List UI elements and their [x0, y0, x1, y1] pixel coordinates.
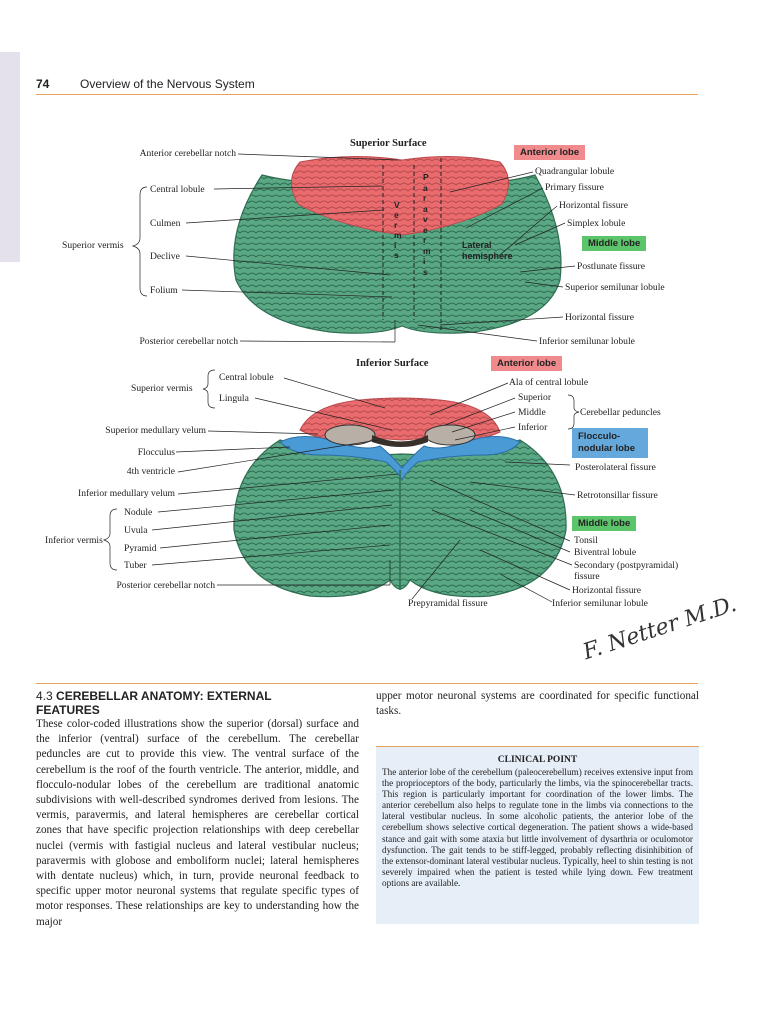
label-folium: Folium [150, 285, 178, 296]
label-biventral-lobule: Biventral lobule [574, 547, 637, 558]
label-horizontal-fissure-2: Horizontal fissure [565, 312, 635, 323]
label-paravermis: P a r a v e r m i s [423, 172, 431, 277]
label-inf-central-lobule: Central lobule [219, 372, 274, 383]
label-culmen: Culmen [150, 218, 181, 229]
label-primary-fissure: Primary fissure [545, 182, 604, 193]
badge-inf-middle-lobe: Middle lobe [572, 516, 637, 531]
superior-leader-lines [131, 153, 576, 343]
label-cerebellar-peduncles: Cerebellar peduncles [580, 407, 661, 418]
inferior-surface-heading: Inferior Surface [356, 358, 429, 369]
label-posterior-cerebellar-notch: Posterior cerebellar notch [139, 336, 238, 347]
clinical-point-title: CLINICAL POINT [497, 755, 578, 765]
label-flocculus: Flocculus [137, 447, 175, 458]
label-vermis: V e r m i s [394, 200, 402, 260]
label-lateral-hemisphere: Lateral hemisphere [462, 240, 513, 261]
inferior-surface-drawing [233, 397, 567, 598]
anterior-lobe-superior [291, 155, 509, 236]
badge-middle-lobe: Middle lobe [582, 236, 647, 251]
label-quadrangular-lobule: Quadrangular lobule [535, 166, 615, 177]
label-inferior-vermis: Inferior vermis [45, 535, 103, 546]
page-number: 74 [36, 77, 50, 91]
superior-surface-heading: Superior Surface [350, 138, 427, 149]
label-inf-posterior-cerebellar-notch: Posterior cerebellar notch [116, 580, 215, 591]
label-ala-central-lobule: Ala of central lobule [509, 377, 589, 388]
label-peduncle-middle: Middle [518, 407, 546, 418]
badge-anterior-lobe: Anterior lobe [514, 145, 586, 160]
label-superior-vermis: Superior vermis [62, 240, 124, 251]
label-declive: Declive [150, 251, 180, 262]
label-peduncle-superior: Superior [518, 392, 552, 403]
label-lingula: Lingula [219, 393, 249, 404]
label-posterolateral-fissure: Posterolateral fissure [575, 462, 656, 473]
flocculus-shape [279, 436, 521, 482]
label-uvula: Uvula [124, 525, 148, 536]
running-title: Overview of the Nervous System [80, 77, 255, 91]
clinical-point-text: The anterior lobe of the cerebellum (pal… [382, 767, 693, 888]
cut-peduncle-right [424, 424, 476, 446]
label-central-lobule: Central lobule [150, 184, 205, 195]
label-secondary-fissure: Secondary (postpyramidal) fissure [574, 560, 679, 582]
label-inf-inferior-semilunar-lobule: Inferior semilunar lobule [552, 598, 648, 609]
clinical-point-box: CLINICAL POINT The anterior lobe of the … [376, 746, 699, 924]
label-inferior-semilunar-lobule: Inferior semilunar lobule [539, 336, 635, 347]
section-number: 4.3 [36, 689, 53, 703]
inferior-leader-lines [102, 369, 580, 603]
section-title: CEREBELLAR ANATOMY: EXTERNAL FEATURES [36, 689, 272, 717]
label-tuber: Tuber [124, 560, 147, 571]
label-postlunate-fissure: Postlunate fissure [577, 261, 645, 272]
badge-inf-anterior-lobe: Anterior lobe [491, 356, 563, 371]
body-paragraph-left: These color-coded illustrations show the… [36, 718, 359, 928]
cerebellum-illustration [102, 153, 580, 603]
label-pyramid: Pyramid [124, 543, 157, 554]
label-peduncle-inferior: Inferior [518, 422, 548, 433]
label-horizontal-fissure-1: Horizontal fissure [559, 200, 629, 211]
label-prepyramidal-fissure: Prepyramidal fissure [408, 598, 488, 609]
label-inf-superior-vermis: Superior vermis [131, 383, 193, 394]
label-simplex-lobule: Simplex lobule [567, 218, 626, 229]
label-retrotonsillar-fissure: Retrotonsillar fissure [577, 490, 658, 501]
label-inferior-medullary-velum: Inferior medullary velum [78, 488, 175, 499]
badge-flocculo-nodular-lobe: Flocculo- nodular lobe [572, 428, 648, 458]
section-rule [36, 683, 698, 684]
fourth-ventricle-shape [372, 435, 428, 447]
label-superior-semilunar-lobule: Superior semilunar lobule [565, 282, 665, 293]
cut-peduncle-left [324, 424, 376, 446]
label-superior-medullary-velum: Superior medullary velum [105, 425, 206, 436]
label-inf-horizontal-fissure: Horizontal fissure [572, 585, 642, 596]
label-anterior-cerebellar-notch: Anterior cerebellar notch [139, 148, 236, 159]
body-paragraph-right: upper motor neuronal systems are coordin… [376, 690, 699, 718]
section-heading: 4.3 CEREBELLAR ANATOMY: EXTERNAL FEATURE… [36, 689, 336, 717]
label-tonsil: Tonsil [574, 535, 598, 546]
label-fourth-ventricle: 4th ventricle [126, 466, 175, 477]
page-header: 74 Overview of the Nervous System [36, 74, 698, 95]
label-nodule: Nodule [124, 507, 153, 518]
chapter-tab [0, 52, 20, 262]
